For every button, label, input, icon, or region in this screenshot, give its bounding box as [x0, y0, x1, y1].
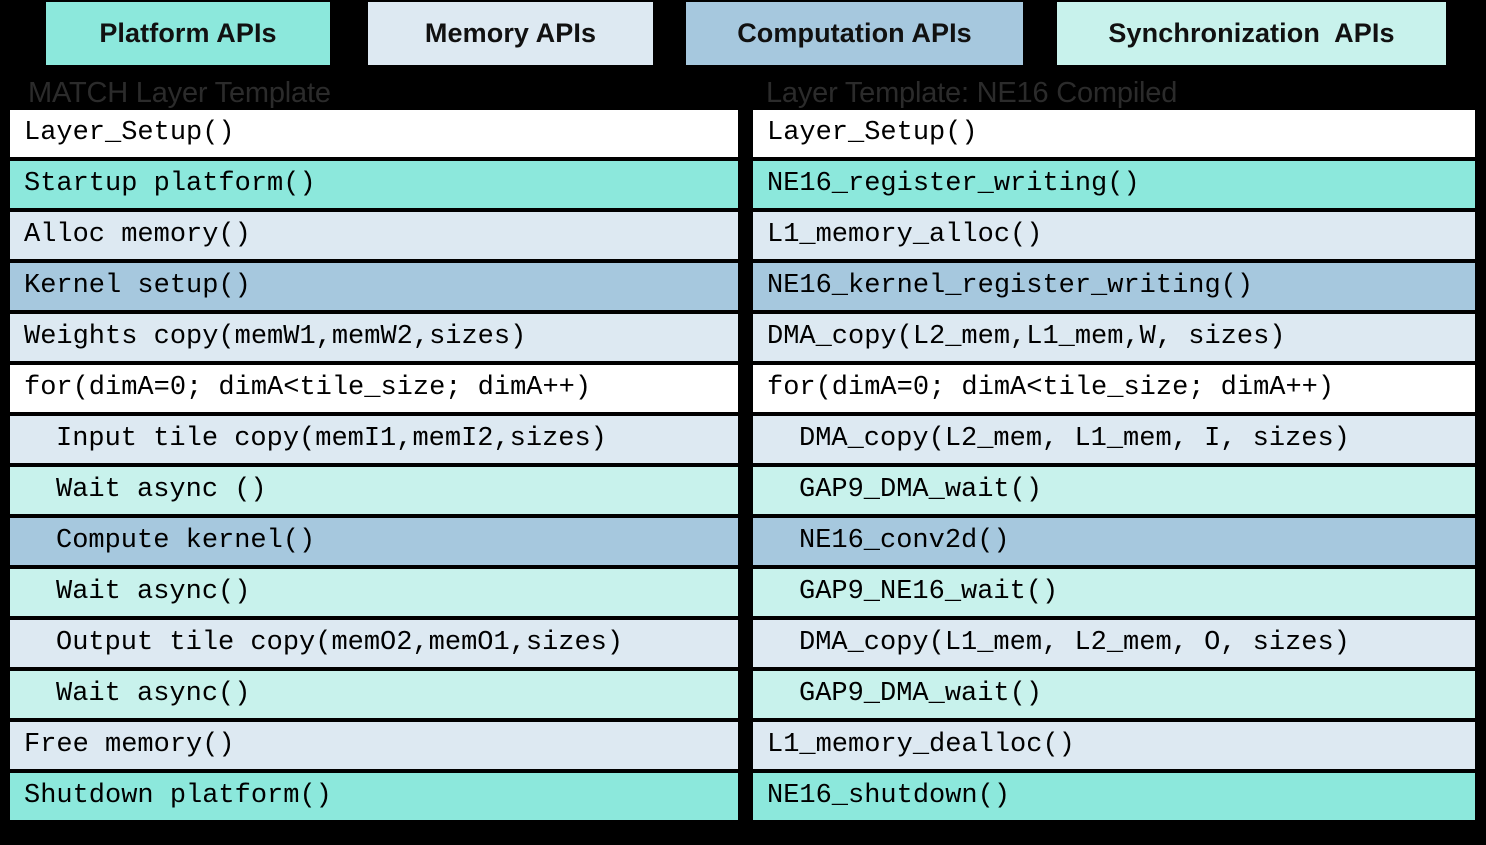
code-row[interactable]: Compute kernel() [10, 518, 738, 565]
code-row-label: Free memory() [24, 730, 235, 760]
legend-label-memory-apis: Memory APIs [424, 18, 597, 48]
code-row[interactable]: NE16_register_writing() [753, 161, 1475, 208]
left-column-title: MATCH Layer Template [28, 77, 331, 109]
code-row-label: DMA_copy(L2_mem, L1_mem, I, sizes) [799, 424, 1350, 454]
code-row-label: GAP9_DMA_wait() [799, 475, 1043, 505]
code-row[interactable]: NE16_shutdown() [753, 773, 1475, 820]
code-row[interactable]: Alloc memory() [10, 212, 738, 259]
legend-item-memory-apis[interactable]: Memory APIs [368, 2, 653, 65]
code-row[interactable]: DMA_copy(L2_mem, L1_mem, I, sizes) [753, 416, 1475, 463]
code-row-label: Output tile copy(memO2,memO1,sizes) [56, 628, 624, 658]
legend-label-synchronization-apis: Synchronization APIs [1108, 18, 1395, 48]
code-row[interactable]: Layer_Setup() [753, 110, 1475, 157]
code-row[interactable]: GAP9_DMA_wait() [753, 671, 1475, 718]
code-row-label: Alloc memory() [24, 220, 251, 250]
code-row-label: NE16_kernel_register_writing() [767, 271, 1254, 301]
code-row-label: NE16_register_writing() [767, 169, 1140, 199]
code-row[interactable]: DMA_copy(L2_mem,L1_mem,W, sizes) [753, 314, 1475, 361]
code-row-label: Weights copy(memW1,memW2,sizes) [24, 322, 527, 352]
code-row-label: for(dimA=0; dimA<tile_size; dimA++) [767, 373, 1335, 403]
code-row[interactable]: NE16_conv2d() [753, 518, 1475, 565]
code-row-label: Compute kernel() [56, 526, 316, 556]
code-row[interactable]: Wait async() [10, 671, 738, 718]
code-row-label: GAP9_NE16_wait() [799, 577, 1059, 607]
code-row[interactable]: for(dimA=0; dimA<tile_size; dimA++) [753, 365, 1475, 412]
code-row[interactable]: Wait async () [10, 467, 738, 514]
code-row-label: GAP9_DMA_wait() [799, 679, 1043, 709]
code-row-label: L1_memory_dealloc() [767, 730, 1075, 760]
ne16-compiled-template-column: Layer_Setup() NE16_register_writing() L1_m… [753, 110, 1475, 820]
code-row-label: Layer_Setup() [24, 118, 235, 148]
code-row[interactable]: Startup platform() [10, 161, 738, 208]
code-row[interactable]: GAP9_DMA_wait() [753, 467, 1475, 514]
code-row[interactable]: Input tile copy(memI1,memI2,sizes) [10, 416, 738, 463]
code-row[interactable]: L1_memory_alloc() [753, 212, 1475, 259]
code-row-label: Shutdown platform() [24, 781, 332, 811]
code-row-label: DMA_copy(L2_mem,L1_mem,W, sizes) [767, 322, 1286, 352]
code-row[interactable]: Wait async() [10, 569, 738, 616]
code-row[interactable]: NE16_kernel_register_writing() [753, 263, 1475, 310]
code-row-label: L1_memory_alloc() [767, 220, 1043, 250]
legend-item-computation-apis[interactable]: Computation APIs [686, 2, 1023, 65]
code-row[interactable]: GAP9_NE16_wait() [753, 569, 1475, 616]
legend-item-synchronization-apis[interactable]: Synchronization APIs [1057, 2, 1446, 65]
code-row[interactable]: DMA_copy(L1_mem, L2_mem, O, sizes) [753, 620, 1475, 667]
code-row[interactable]: for(dimA=0; dimA<tile_size; dimA++) [10, 365, 738, 412]
code-row[interactable]: Kernel setup() [10, 263, 738, 310]
code-row[interactable]: Weights copy(memW1,memW2,sizes) [10, 314, 738, 361]
code-row[interactable]: Shutdown platform() [10, 773, 738, 820]
code-row[interactable]: Layer_Setup() [10, 110, 738, 157]
match-layer-template-column: Layer_Setup() Startup platform() Alloc mem… [10, 110, 738, 820]
code-row-label: Input tile copy(memI1,memI2,sizes) [56, 424, 607, 454]
code-row-label: NE16_conv2d() [799, 526, 1010, 556]
code-row-label: Wait async() [56, 679, 251, 709]
code-row-label: Startup platform() [24, 169, 316, 199]
code-row[interactable]: Output tile copy(memO2,memO1,sizes) [10, 620, 738, 667]
legend-label-computation-apis: Computation APIs [737, 18, 972, 48]
right-column-title: Layer Template: NE16 Compiled [766, 77, 1178, 109]
code-row-label: DMA_copy(L1_mem, L2_mem, O, sizes) [799, 628, 1350, 658]
code-row[interactable]: L1_memory_dealloc() [753, 722, 1475, 769]
api-category-legend: Platform APIs Memory APIs Computation AP… [0, 0, 1486, 66]
code-row[interactable]: Free memory() [10, 722, 738, 769]
legend-label-platform-apis: Platform APIs [99, 18, 277, 48]
code-row-label: Wait async () [56, 475, 267, 505]
code-row-label: Layer_Setup() [767, 118, 978, 148]
code-row-label: for(dimA=0; dimA<tile_size; dimA++) [24, 373, 592, 403]
code-row-label: Kernel setup() [24, 271, 251, 301]
code-row-label: NE16_shutdown() [767, 781, 1011, 811]
legend-item-platform-apis[interactable]: Platform APIs [46, 2, 330, 65]
code-row-label: Wait async() [56, 577, 251, 607]
